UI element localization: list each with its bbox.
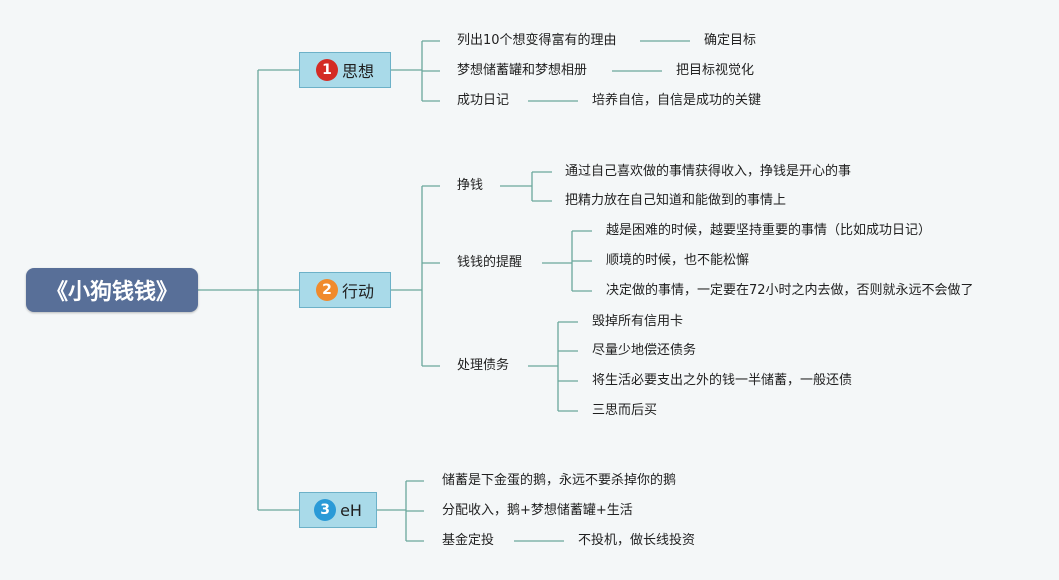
leaf-result-node[interactable]: 确定目标	[704, 33, 757, 48]
leaf-node[interactable]: 基金定投	[442, 533, 495, 548]
number-badge-icon: 2	[315, 279, 338, 301]
leaf-node[interactable]: 三思而后买	[592, 403, 658, 418]
root-node[interactable]: 《小狗钱钱》	[26, 268, 198, 312]
leaf-node[interactable]: 分配收入，鹅+梦想储蓄罐+生活	[442, 503, 633, 518]
root-title: 《小狗钱钱》	[45, 280, 178, 305]
leaf-result-node[interactable]: 把目标视觉化	[676, 63, 755, 78]
number-badge-icon: 1	[315, 59, 338, 81]
leaf-node[interactable]: 储蓄是下金蛋的鹅，永远不要杀掉你的鹅	[442, 473, 677, 488]
branch-node-action[interactable]: 2 行动	[299, 272, 391, 308]
branch-label: 行动	[341, 282, 374, 301]
sub-node[interactable]: 钱钱的提醒	[457, 255, 523, 270]
leaf-result-node[interactable]: 培养自信，自信是成功的关键	[592, 93, 762, 108]
leaf-node[interactable]: 把精力放在自己知道和能做到的事情上	[565, 193, 787, 208]
leaf-node[interactable]: 决定做的事情，一定要在72小时之内去做，否则就永远不会做了	[606, 283, 974, 298]
branch-node-thought[interactable]: 1 思想	[299, 52, 391, 88]
number-badge-icon: 3	[314, 499, 337, 521]
leaf-node[interactable]: 越是困难的时候，越要坚持重要的事情（比如成功日记）	[606, 223, 932, 238]
leaf-node[interactable]: 列出10个想变得富有的理由	[457, 33, 617, 48]
sub-node[interactable]: 挣钱	[457, 178, 484, 193]
branch-label: 思想	[341, 62, 374, 81]
leaf-result-node[interactable]: 不投机，做长线投资	[578, 533, 696, 548]
branch-node-eh[interactable]: 3 eH	[299, 492, 377, 528]
leaf-node[interactable]: 毁掉所有信用卡	[592, 314, 684, 329]
sub-node[interactable]: 处理债务	[457, 358, 510, 373]
leaf-node[interactable]: 尽量少地偿还债务	[592, 343, 697, 358]
leaf-node[interactable]: 通过自己喜欢做的事情获得收入，挣钱是开心的事	[565, 164, 852, 179]
leaf-node[interactable]: 梦想储蓄罐和梦想相册	[457, 63, 588, 78]
branch-label: eH	[340, 500, 362, 520]
leaf-node[interactable]: 顺境的时候，也不能松懈	[606, 253, 750, 268]
leaf-node[interactable]: 成功日记	[457, 93, 510, 108]
leaf-node[interactable]: 将生活必要支出之外的钱一半储蓄，一般还债	[592, 373, 853, 388]
